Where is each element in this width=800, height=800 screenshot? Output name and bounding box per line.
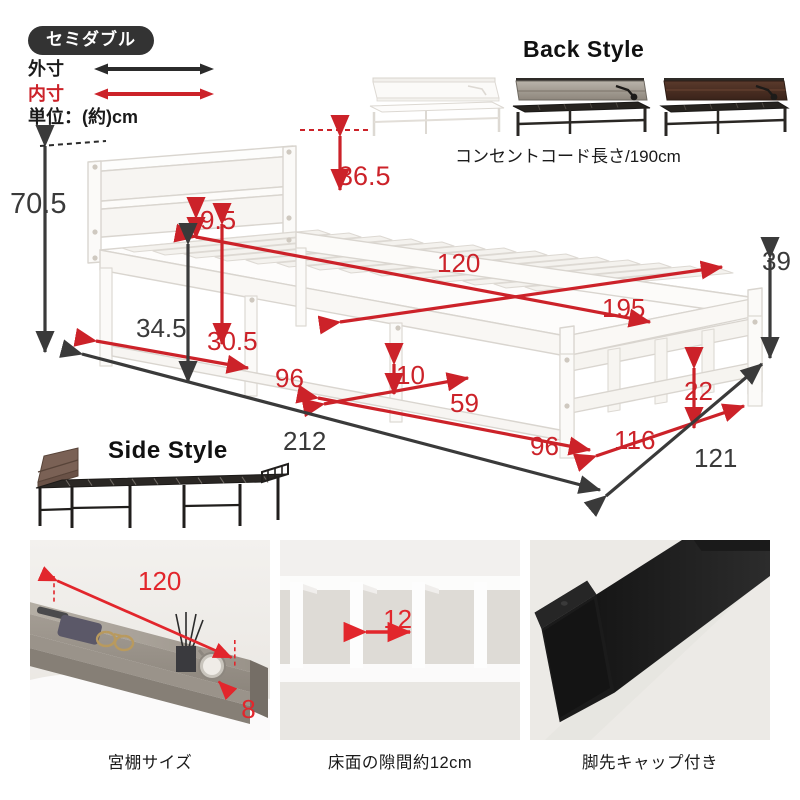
dim-inner-width: 120 bbox=[437, 248, 481, 278]
dim-leg-spacing: 59 bbox=[450, 388, 479, 418]
legend-row-outer: 外寸 bbox=[28, 58, 228, 80]
dim-outer-length: 212 bbox=[283, 426, 327, 456]
legend-row-inner: 内寸 bbox=[28, 83, 228, 105]
main-bed-dimension-diagram bbox=[35, 114, 780, 517]
photo-frame-slat-gap: 12 bbox=[280, 540, 520, 740]
cord-length-note: コンセントコード長さ/190cm bbox=[455, 147, 681, 166]
photo-cell-shelf: 120 8 宮棚サイズ bbox=[30, 540, 270, 790]
size-badge: セミダブル bbox=[28, 26, 154, 55]
photo-caption-shelf: 宮棚サイズ bbox=[107, 754, 193, 772]
dim-slat-gap: 10 bbox=[396, 360, 425, 390]
dim-inner-foot-width: 116 bbox=[614, 425, 656, 455]
dim-leg-span-foot: 96 bbox=[530, 431, 559, 461]
outer-dimension-arrow-icon bbox=[94, 63, 214, 75]
dim-total-height: 70.5 bbox=[10, 188, 67, 220]
back-style-white bbox=[369, 77, 505, 136]
side-style-title: Side Style bbox=[108, 437, 228, 464]
dim-under-clearance: 30.5 bbox=[207, 326, 258, 356]
slat-gap-photo-illustration bbox=[280, 540, 520, 740]
unit-note: 単位：(約)cm bbox=[28, 106, 139, 127]
shelf-width-label: 120 bbox=[138, 566, 182, 596]
photo-frame-shelf: 120 8 bbox=[30, 540, 270, 740]
dim-inner-length: 195 bbox=[602, 293, 646, 323]
dim-footboard-total: 39 bbox=[762, 246, 791, 276]
back-style-gray-concrete bbox=[512, 78, 651, 136]
dim-headboard-height: 36.5 bbox=[338, 161, 391, 191]
photo-cell-slat-gap: 12 床面の隙間約12cm bbox=[280, 540, 520, 790]
photo-cell-leg-cap: 脚先キャップ付き bbox=[530, 540, 770, 790]
back-style-illustrations bbox=[369, 77, 790, 136]
photo-frame-leg-cap bbox=[530, 540, 770, 740]
photo-caption-slat-gap: 床面の隙間約12cm bbox=[327, 754, 473, 772]
legend-outer-label: 外寸 bbox=[28, 58, 64, 79]
slat-gap-label: 12 bbox=[383, 604, 413, 634]
detail-photo-row: 120 8 宮棚サイズ bbox=[30, 540, 770, 790]
slat-gap-dimension-overlay bbox=[343, 621, 412, 643]
photo-caption-leg-cap: 脚先キャップ付き bbox=[582, 754, 718, 772]
dim-outer-width: 121 bbox=[694, 443, 738, 473]
back-style-dark-brown bbox=[659, 78, 790, 136]
shelf-depth-label: 8 bbox=[241, 694, 256, 724]
leg-cap-photo-illustration bbox=[530, 540, 770, 740]
legend-block: セミダブル 外寸 内寸 単位：(約)cm bbox=[28, 26, 228, 128]
dim-shelf-to-slat: 9.5 bbox=[200, 205, 237, 235]
back-style-title: Back Style bbox=[523, 36, 645, 62]
dim-footboard-height: 22 bbox=[684, 376, 713, 406]
dim-frame-height: 34.5 bbox=[136, 313, 187, 343]
inner-dimension-arrow-icon bbox=[94, 88, 214, 100]
legend-inner-label: 内寸 bbox=[28, 83, 64, 104]
dim-leg-span-head: 96 bbox=[275, 363, 304, 393]
side-style-illustration bbox=[35, 447, 289, 528]
shelf-dimension-overlay bbox=[37, 566, 238, 701]
